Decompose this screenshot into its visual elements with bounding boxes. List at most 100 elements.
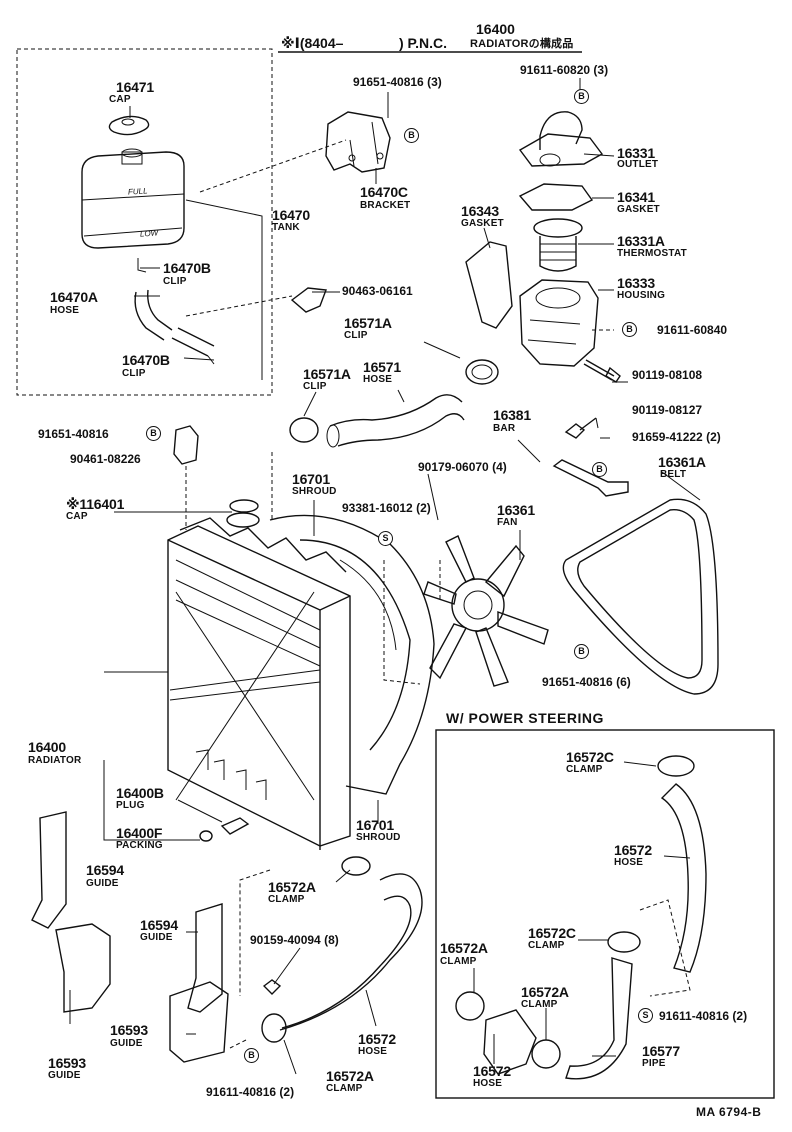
part-16470-number: 16470 [272, 207, 310, 223]
hose-clip-top-drawing [465, 359, 499, 385]
header-pnc-number: 16400 [476, 21, 515, 37]
part-16361a-number: 16361A [658, 454, 706, 470]
badge-b: B [622, 322, 637, 337]
part-16381-number: 16381 [493, 407, 531, 423]
part-16400-number: 16400 [28, 739, 66, 755]
bolt-91651-40816-top: 91651-40816 (3) [353, 75, 442, 89]
lower-hose-drawing [261, 856, 423, 1043]
radiator-drawing [167, 499, 351, 850]
shroud-drawing [269, 514, 435, 795]
part-16571a-left-name: CLIP [303, 381, 327, 392]
badge-s: S [378, 531, 393, 546]
ps-clamp-top-drawing [657, 755, 695, 777]
part-16470b-bot-name: CLIP [122, 368, 146, 379]
part-16331a-name: THERMOSTAT [617, 248, 687, 259]
part-16572-right-number: 16572 [614, 842, 652, 858]
part-16593-mid-name: GUIDE [110, 1038, 143, 1049]
part-16361-number: 16361 [497, 502, 535, 518]
leader-lines [69, 78, 701, 1075]
part-16571a-left-number: 16571A [303, 366, 351, 382]
hose-clip-left-drawing [289, 417, 319, 443]
part-16572a-bot-name: CLAMP [326, 1083, 363, 1094]
part-16470a-number: 16470A [50, 289, 98, 305]
part-16572a-top-name: CLAMP [268, 894, 305, 905]
part-16701-top-number: 16701 [292, 471, 330, 487]
part-16572a-left2-name: CLAMP [440, 956, 477, 967]
part-16572-right-name: HOSE [614, 857, 644, 868]
badge-b: B [146, 426, 161, 441]
part-116401-name: CAP [66, 511, 88, 522]
part-16571a-top-name: CLIP [344, 330, 368, 341]
part-16400f-number: 16400F [116, 825, 163, 841]
header-pnc-name: RADIATORの構成品 [470, 38, 574, 50]
part-16572-bot2-name: HOSE [473, 1078, 503, 1089]
reservoir-group-frame [16, 48, 273, 396]
part-16593-mid-number: 16593 [110, 1022, 148, 1038]
part-16572c-top-name: CLAMP [566, 764, 603, 775]
ps-clamp-left-drawing [455, 991, 485, 1021]
bolt-90119-08108: 90119-08108 [632, 368, 703, 382]
part-16593-left-number: 16593 [48, 1055, 86, 1071]
bolt-90119-08108-drawing [583, 359, 621, 383]
badge-b: B [592, 462, 607, 477]
diagram-code: MA 6794-B [696, 1105, 762, 1119]
part-16341-number: 16341 [617, 189, 655, 205]
part-16572-mid-name: HOSE [358, 1046, 388, 1057]
bolt-90461-08226: 90461-08226 [70, 452, 141, 466]
part-16333-number: 16333 [617, 275, 655, 291]
bolt-93381-16012: 93381-16012 (2) [342, 501, 431, 515]
bolt-91651-40816-left: 91651-40816 [38, 427, 109, 441]
ps-pipe-drawing [565, 957, 633, 1080]
part-16343-name: GASKET [461, 218, 504, 229]
part-16333-name: HOUSING [617, 290, 666, 301]
part-16577-number: 16577 [642, 1043, 680, 1059]
part-16571a-top-number: 16571A [344, 315, 392, 331]
bolt-90159-40094: 90159-40094 (8) [250, 933, 339, 947]
tank-low-mark: LOW [139, 228, 159, 239]
bolt-91611-40816-power-steering: 91611-40816 (2) [659, 1009, 748, 1023]
fan-drawing [423, 535, 549, 687]
ps-clamp-mid2-drawing [531, 1039, 561, 1069]
part-16577-name: PIPE [642, 1058, 666, 1069]
part-16572a-mid2-number: 16572A [521, 984, 569, 1000]
part-16400-name: RADIATOR [28, 755, 82, 766]
power-steering-section-title: W/ POWER STEERING [446, 710, 604, 726]
part-16470-name: TANK [272, 222, 300, 233]
badge-b: B [574, 644, 589, 659]
part-16594-mid-name: GUIDE [140, 932, 173, 943]
power-steering-frame [435, 729, 775, 1099]
outlet-gasket-drawing [518, 183, 594, 211]
ps-hose-right-drawing [660, 783, 707, 973]
badge-s: S [638, 1008, 653, 1023]
header-pnc-prefix: ) P.N.C. [399, 35, 447, 51]
bolt-91611-60820: 91611-60820 (3) [520, 63, 609, 77]
ps-clamp-mid-drawing [607, 931, 641, 953]
part-16701-bot-name: SHROUD [356, 832, 401, 843]
thermostat-housing-drawing [519, 279, 599, 367]
part-16341-name: GASKET [617, 204, 660, 215]
part-16361-name: FAN [497, 517, 518, 528]
reservoir-cap-drawing [108, 115, 150, 136]
part-16594-left-name: GUIDE [86, 878, 119, 889]
part-16470c-number: 16470C [360, 184, 408, 200]
part-16572c-mid-name: CLAMP [528, 940, 565, 951]
tank-full-mark: FULL [127, 186, 148, 197]
badge-b: B [404, 128, 419, 143]
part-16701-top-name: SHROUD [292, 486, 337, 497]
badge-b: B [244, 1048, 259, 1063]
part-16331-name: OUTLET [617, 159, 659, 170]
bracket-90461-drawing [173, 425, 199, 465]
part-16572c-mid-number: 16572C [528, 925, 576, 941]
part-16471-number: 16471 [116, 79, 154, 95]
part-16470c-name: BRACKET [360, 200, 411, 211]
ps-hose-bottom-drawing [483, 1009, 537, 1075]
part-16470b-bot-number: 16470B [122, 352, 170, 368]
thermostat-drawing [533, 218, 583, 272]
part-16381-name: BAR [493, 423, 516, 434]
part-16470a-name: HOSE [50, 305, 80, 316]
bolt-90463-06161: 90463-06161 [342, 284, 413, 298]
part-16572a-mid2-name: CLAMP [521, 999, 558, 1010]
part-16572c-top-number: 16572C [566, 749, 614, 765]
part-16701-bot-number: 16701 [356, 817, 394, 833]
